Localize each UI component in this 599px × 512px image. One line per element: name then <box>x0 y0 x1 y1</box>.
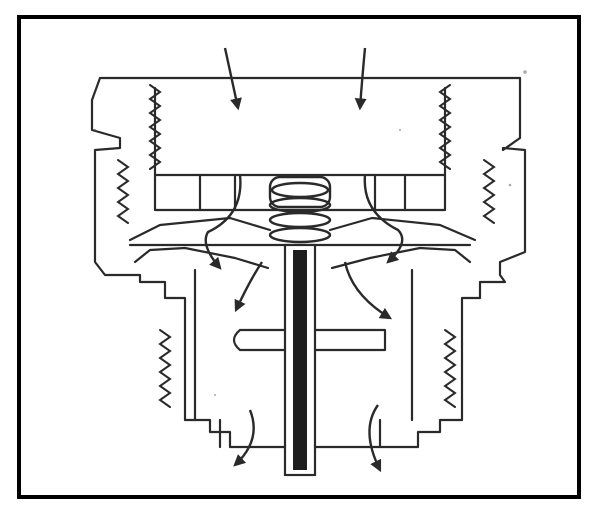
flow-arrow-upper-right <box>363 174 404 264</box>
thread-mid-right <box>482 159 496 224</box>
inlet-arrow-right <box>354 47 367 111</box>
outlet-neck <box>218 418 382 449</box>
flow-arrow-upper-left <box>204 174 242 270</box>
diaphragm-lip-right <box>330 246 472 270</box>
thread-bottom-right <box>443 329 457 408</box>
figure-frame <box>17 15 581 499</box>
seat-slot-right <box>373 173 407 212</box>
thread-top-left <box>148 84 162 170</box>
outlet-arrow-right <box>368 404 382 473</box>
diaphragm-lip-left <box>133 246 270 270</box>
outlet-arrow-left <box>233 409 255 467</box>
outlet-body <box>193 268 414 422</box>
spring <box>268 175 332 244</box>
flow-arrow-middle-right <box>343 261 393 320</box>
housing-outline <box>90 76 527 449</box>
thread-mid-left <box>116 159 130 224</box>
top-seat-ledge <box>153 173 447 212</box>
seat-slot-left <box>198 173 237 212</box>
inlet-arrow-left <box>223 47 242 111</box>
check-disc <box>232 328 387 352</box>
thread-top-right <box>438 84 452 170</box>
diaphragm-upper <box>128 216 477 242</box>
flow-arrow-middle-left <box>234 261 263 313</box>
valve-stem <box>283 243 317 477</box>
thread-bottom-left <box>158 329 172 408</box>
